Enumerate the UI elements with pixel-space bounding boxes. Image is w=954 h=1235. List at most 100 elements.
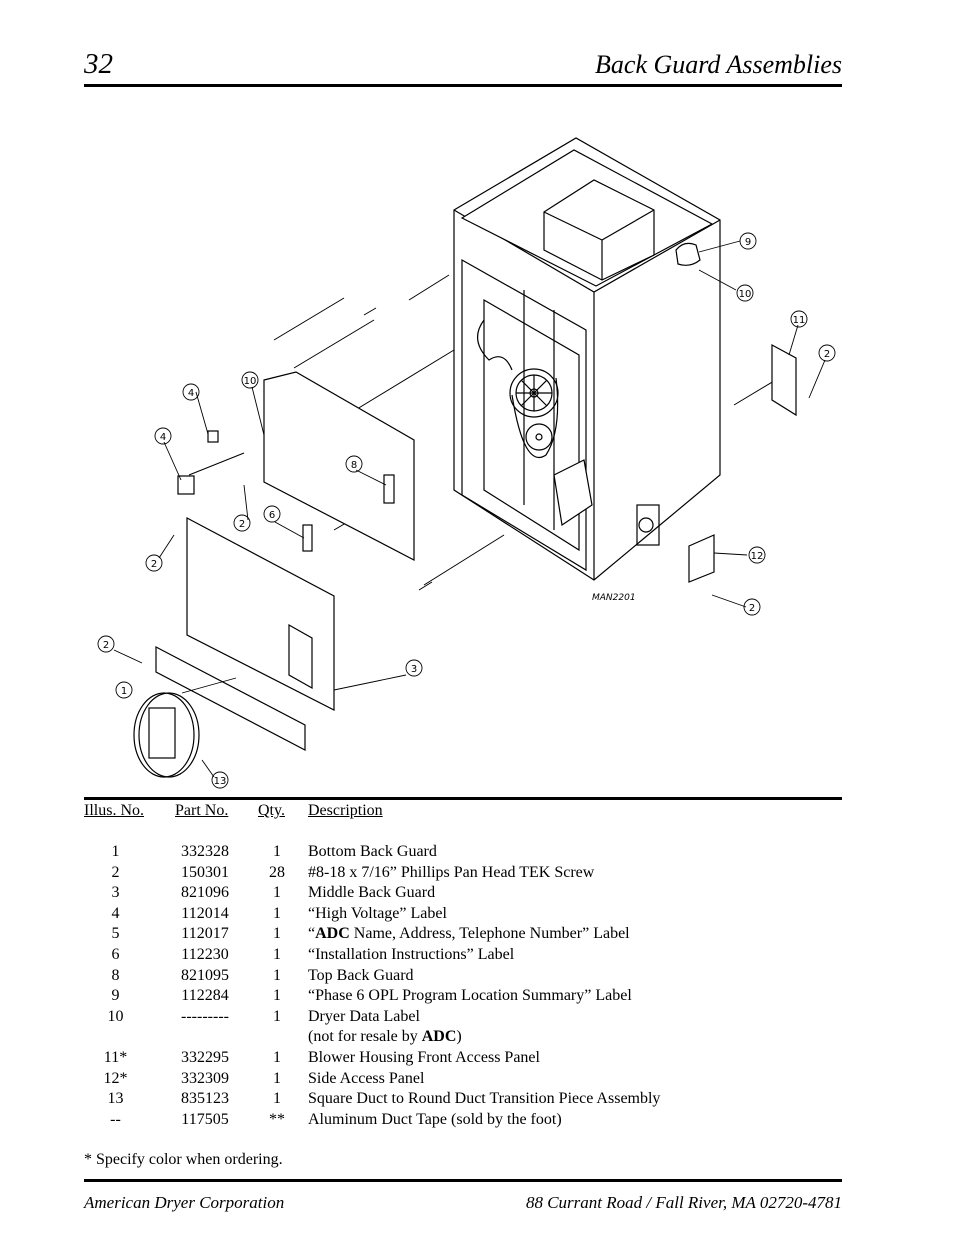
part-cell: 112014 (181, 904, 229, 922)
description-text: Name, Address, Telephone Number” Label (349, 925, 630, 943)
callout-3: 3 (411, 664, 417, 675)
footer-address: 88 Currant Road / Fall River, MA 02720-4… (525, 1193, 842, 1212)
part-cell: 332309 (181, 1069, 229, 1087)
part-cell: 112230 (181, 946, 229, 963)
callout-2d: 2 (824, 349, 830, 360)
footnote: * Specify color when ordering. (84, 1151, 283, 1168)
qty-cell: 1 (273, 1090, 281, 1108)
callout-2a: 2 (239, 519, 245, 530)
qty-cell: 1 (273, 843, 281, 860)
part-cell: 332328 (181, 843, 229, 860)
table-row: -- 117505 ** Aluminum Duct Tape (sold by th… (84, 1111, 842, 1131)
description-cell: Middle Back Guard (308, 884, 436, 902)
illus-cell: 2 (111, 863, 120, 881)
qty-cell: 1 (273, 987, 281, 1005)
header-part: Part No. (175, 802, 229, 819)
illus-cell: 4 (111, 904, 120, 922)
callout-labels: 4 10 4 8 6 2 2 2 1 3 13 9 10 11 2 12 2 (97, 232, 836, 789)
callout-5: 4 (188, 388, 194, 399)
description-cell: “Phase 6 OPL Program Location Summary” L… (308, 987, 632, 1005)
part-cell: 117505 (181, 1110, 229, 1128)
table-row: 4 112014 1 “High Voltage” Label (84, 905, 842, 925)
brand-abbrev: ADC (421, 1028, 457, 1046)
qty-cell: 1 (273, 966, 281, 984)
table-row: 13 835123 1 Square Duct to Round Duct Trans… (84, 1090, 842, 1110)
description-cell: “ADC Name, Address, Telephone Number” La… (308, 925, 630, 943)
table-top-rule (84, 797, 842, 800)
part-cell: 150301 (181, 863, 229, 881)
table-row: 2 150301 28 #8-18 x 7/16” Phillips Pan Head… (84, 864, 842, 884)
illus-cell: 3 (111, 884, 120, 902)
illus-cell: -- (110, 1110, 121, 1128)
callout-2b: 2 (151, 559, 157, 570)
qty-cell: 28 (269, 863, 285, 881)
brand-abbrev: ADC (315, 925, 350, 943)
installation-instructions-label (302, 524, 313, 552)
description-cell: Blower Housing Front Access Panel (308, 1049, 540, 1066)
duct-transition (133, 692, 200, 778)
footer-company: American Dryer Corporation (84, 1193, 285, 1212)
callout-2c: 2 (103, 640, 109, 651)
description-cell: Square Duct to Round Duct Transition Pie… (308, 1090, 661, 1108)
description-cell: Top Back Guard (308, 966, 414, 984)
qty-cell: 1 (273, 884, 281, 902)
description-cell: Side Access Panel (308, 1069, 425, 1087)
qty-cell: 1 (273, 904, 281, 922)
middle-back-guard (186, 517, 335, 711)
callout-11: 11 (793, 315, 806, 326)
page-title: Back Guard Assemblies (595, 50, 842, 79)
part-cell: 835123 (181, 1090, 229, 1108)
part-cell: 821096 (181, 884, 229, 902)
high-voltage-label (177, 475, 195, 495)
dryer-cabinet (453, 137, 721, 581)
description-cell: #8-18 x 7/16” Phillips Pan Head TEK Scre… (308, 863, 595, 881)
callout-4: 4 (160, 432, 166, 443)
page-number: 32 (84, 48, 113, 80)
side-access-panel (688, 534, 715, 583)
installation-label-7 (383, 474, 395, 504)
table-header: Illus. No. Part No. Qty. Description (84, 802, 842, 824)
description-text: (not for resale by (308, 1028, 422, 1046)
qty-cell: ** (269, 1110, 285, 1128)
callout-2e: 2 (749, 603, 755, 614)
middle-guard-opening (288, 623, 313, 690)
description-cell: Bottom Back Guard (308, 843, 437, 860)
exploded-parts-diagram: 4 10 4 8 6 2 2 2 1 3 13 9 10 11 2 12 2 M… (84, 110, 842, 800)
illus-cell: 11* (103, 1049, 128, 1066)
callout-8: 10 (244, 376, 257, 387)
callout-10: 10 (739, 289, 752, 300)
table-row: 9 112284 1 “Phase 6 OPL Program Location Su… (84, 987, 842, 1007)
page-header: 32 Back Guard Assemblies (84, 44, 842, 84)
part-cell: 112284 (181, 987, 229, 1005)
illus-cell: 10 (107, 1007, 124, 1025)
description-cell: “High Voltage” Label (308, 904, 447, 922)
description-cell: “Installation Instructions” Label (308, 946, 515, 963)
illus-cell: 9 (111, 987, 120, 1005)
part-cell: 332295 (181, 1049, 229, 1066)
qty-cell: 1 (273, 925, 281, 943)
illus-cell: 6 (111, 946, 120, 963)
bottom-back-guard (155, 646, 306, 751)
description-text: “ (308, 925, 316, 943)
header-qty: Qty. (258, 802, 285, 819)
footer-rule (84, 1179, 842, 1182)
part-cell: 821095 (181, 966, 229, 984)
header-illus: Illus. No. (84, 802, 144, 819)
description-text: ) (456, 1028, 462, 1046)
callout-12: 12 (751, 551, 764, 562)
top-back-guard (263, 371, 415, 561)
illus-cell: 5 (111, 925, 120, 943)
blower-housing-access-panel (771, 343, 797, 417)
illus-cell: 13 (107, 1090, 124, 1108)
drawing-id: MAN2201 (592, 593, 636, 603)
description-cell: (not for resale by ADC) (308, 1028, 462, 1046)
callout-1: 1 (121, 686, 127, 697)
description-cell: Aluminum Duct Tape (sold by the foot) (308, 1110, 562, 1128)
qty-cell: 1 (273, 1007, 281, 1025)
